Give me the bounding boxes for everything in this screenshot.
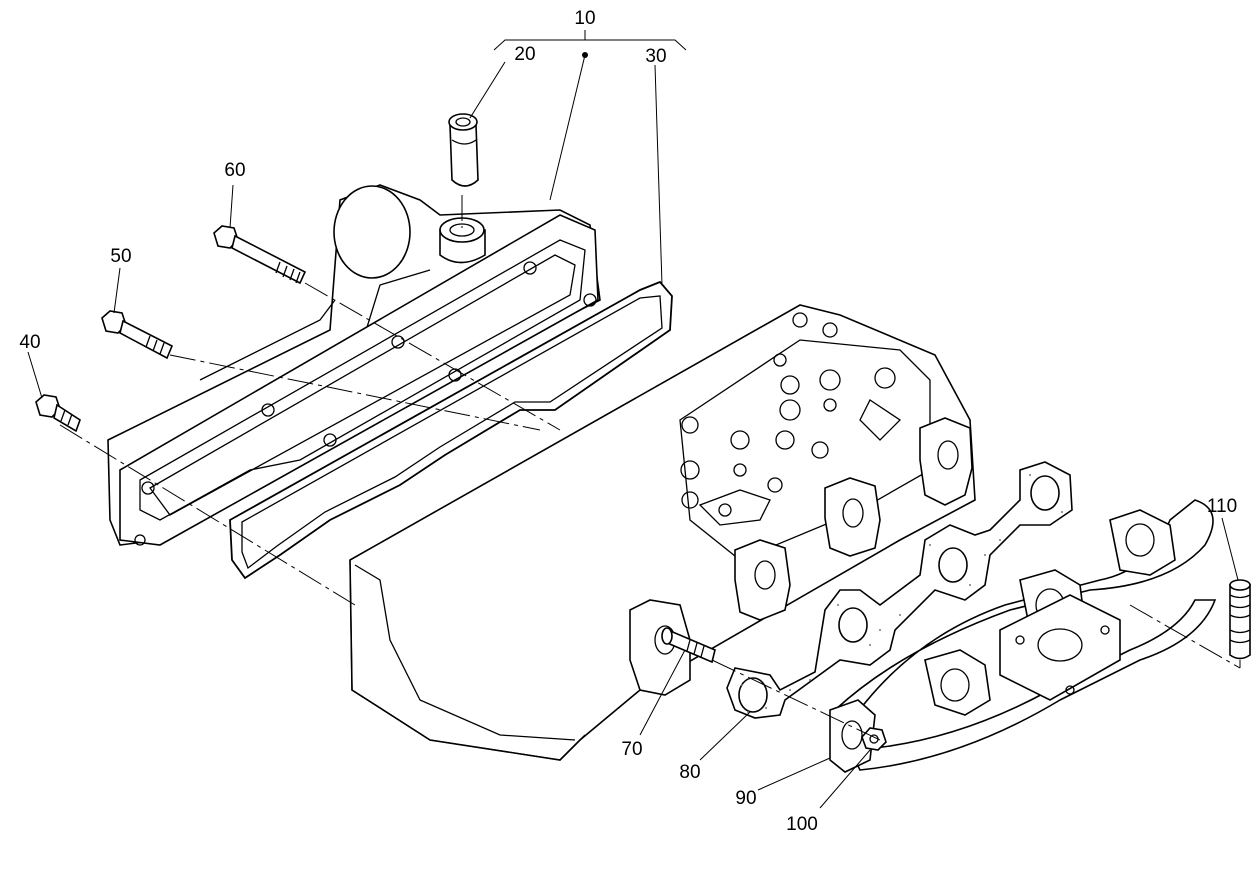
- callout-20: 20: [514, 44, 535, 65]
- callout-70: 70: [621, 739, 642, 760]
- callout-60: 60: [224, 160, 245, 181]
- callout-110: 110: [1207, 496, 1237, 517]
- exhaust-manifold: [829, 499, 1217, 773]
- assembly-centerlines: [59, 195, 1241, 741]
- bolt-50: [101, 310, 174, 360]
- callout-30: 30: [645, 46, 666, 67]
- cylinder-head: [349, 304, 976, 761]
- bolt-40: [35, 394, 81, 433]
- callout-80: 80: [679, 762, 700, 783]
- exhaust-gasket: [726, 461, 1073, 719]
- stud-110: [1229, 579, 1251, 660]
- nut-100: [861, 727, 887, 751]
- stud-70: [661, 627, 716, 664]
- callout-90: 90: [735, 788, 756, 809]
- callout-10: 10: [574, 8, 595, 29]
- callout-40: 40: [19, 332, 40, 353]
- callout-leaders: [27, 30, 1239, 809]
- bolt-60: [213, 225, 307, 285]
- stud-20: [448, 113, 479, 187]
- callout-100: 100: [786, 814, 818, 835]
- callout-50: 50: [110, 246, 131, 267]
- intake-manifold: [107, 184, 601, 546]
